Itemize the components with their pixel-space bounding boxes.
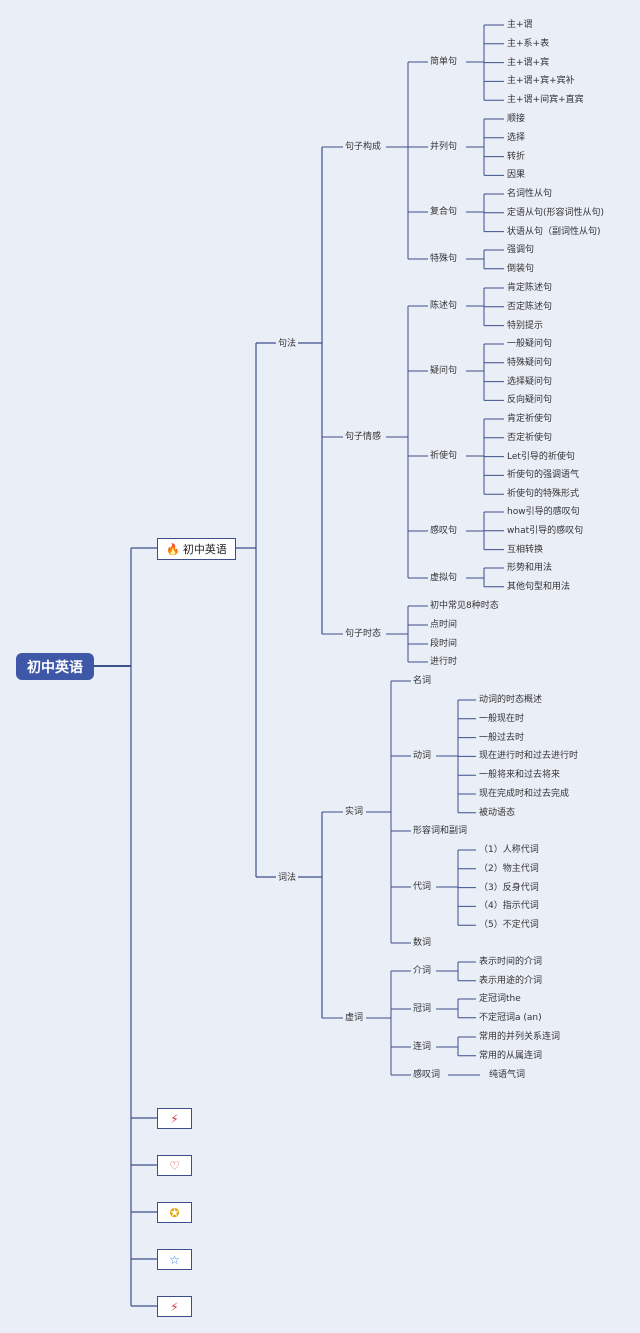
morph-leaf[interactable]: 常用的从属连词 [479, 1050, 543, 1061]
syntax-leaf[interactable]: 转折 [507, 151, 526, 162]
syntax-group-2[interactable]: 句子时态 [345, 629, 382, 639]
morph-leaf[interactable]: 纯语气词 [489, 1070, 526, 1080]
syntax-leaf[interactable]: 主+谓+宾+宾补 [507, 76, 575, 87]
syntax-sub-1-2[interactable]: 祈使句 [430, 451, 458, 461]
morph-leaf[interactable]: （1）人称代词 [479, 845, 539, 855]
star-icon: ☆ [169, 1252, 180, 1267]
morph-leaf[interactable]: （5）不定代词 [479, 920, 539, 931]
root-node[interactable]: 初中英语 [16, 653, 94, 680]
flame-icon: 🔥 [166, 542, 180, 556]
syntax-sub-0-0[interactable]: 简单句 [430, 57, 458, 67]
branch-syntax[interactable]: 句法 [278, 339, 297, 349]
magic-wand-icon: ⚡ [170, 1111, 179, 1126]
heart-icon: ♡ [169, 1158, 180, 1173]
syntax-leaf[interactable]: 定语从句(形容词性从句) [507, 207, 605, 218]
syntax-leaf[interactable]: 倒装句 [507, 263, 535, 274]
morph-leaf[interactable]: 表示用途的介词 [479, 975, 543, 986]
syntax-leaf[interactable]: 特殊疑问句 [507, 357, 553, 368]
syntax-sub-1-0[interactable]: 陈述句 [430, 301, 458, 311]
syntax-sub-1-3[interactable]: 感叹句 [430, 526, 458, 536]
syntax-leaf[interactable]: 特别提示 [507, 320, 544, 331]
morph-sub-0-4[interactable]: 数词 [413, 938, 432, 948]
syntax-leaf[interactable]: 形势和用法 [507, 563, 553, 573]
syntax-sub-1-4[interactable]: 虚拟句 [430, 573, 458, 583]
syntax-leaf[interactable]: 选择 [507, 132, 526, 143]
icon-node-1[interactable]: ♡ [157, 1155, 192, 1176]
morph-leaf[interactable]: 现在完成时和过去完成 [479, 789, 570, 799]
icon-node-4[interactable]: ⚡ [157, 1296, 192, 1317]
morph-leaf[interactable]: （4）指示代词 [479, 901, 539, 912]
syntax-leaf[interactable]: 互相转换 [507, 544, 544, 555]
syntax-leaf[interactable]: 主+谓 [507, 20, 533, 30]
syntax-leaf[interactable]: 强调句 [507, 245, 535, 255]
syntax-leaf[interactable]: what引导的感叹句 [507, 525, 584, 536]
morph-sub-1-0[interactable]: 介词 [413, 966, 432, 976]
syntax-sub-2-1[interactable]: 点时间 [430, 620, 458, 630]
morph-leaf[interactable]: 表示时间的介词 [479, 957, 543, 967]
icon-node-0[interactable]: ⚡ [157, 1108, 192, 1129]
syntax-sub-0-2[interactable]: 复合句 [430, 207, 458, 217]
syntax-sub-1-1[interactable]: 疑问句 [430, 366, 458, 376]
syntax-leaf[interactable]: 肯定陈述句 [507, 283, 553, 293]
syntax-sub-2-2[interactable]: 段时间 [430, 639, 458, 649]
morph-leaf[interactable]: 常用的并列关系连词 [479, 1032, 561, 1042]
morph-sub-1-2[interactable]: 连词 [413, 1042, 432, 1052]
morph-leaf[interactable]: （2）物主代词 [479, 863, 539, 874]
morph-sub-0-3[interactable]: 代词 [413, 882, 432, 892]
morph-sub-0-1[interactable]: 动词 [413, 751, 432, 761]
morph-leaf[interactable]: （3）反身代词 [479, 882, 539, 893]
syntax-leaf[interactable]: 祈使句的特殊形式 [507, 489, 580, 500]
magic-wand-icon: ⚡ [170, 1299, 179, 1314]
syntax-leaf[interactable]: 其他句型和用法 [507, 581, 571, 592]
award-icon: ✪ [169, 1205, 180, 1220]
syntax-leaf[interactable]: 否定祈使句 [507, 432, 553, 443]
morph-leaf[interactable]: 现在进行时和过去进行时 [479, 751, 579, 762]
syntax-leaf[interactable]: 一般疑问句 [507, 339, 553, 349]
morph-leaf[interactable]: 被动语态 [479, 807, 516, 818]
morph-group-1[interactable]: 虚词 [345, 1013, 364, 1023]
morph-leaf[interactable]: 不定冠词a (an) [479, 1012, 542, 1023]
syntax-leaf[interactable]: 否定陈述句 [507, 301, 553, 312]
icon-node-3[interactable]: ☆ [157, 1249, 192, 1270]
morph-leaf[interactable]: 动词的时态概述 [479, 695, 543, 705]
syntax-sub-0-3[interactable]: 特殊句 [430, 254, 458, 264]
morph-sub-0-2[interactable]: 形容词和副词 [413, 826, 468, 836]
syntax-sub-0-1[interactable]: 并列句 [430, 142, 458, 152]
syntax-leaf[interactable]: 名词性从句 [507, 189, 553, 199]
morph-sub-0-0[interactable]: 名词 [413, 676, 432, 686]
syntax-leaf[interactable]: 祈使句的强调语气 [507, 470, 580, 481]
syntax-leaf[interactable]: 选择疑问句 [507, 376, 553, 387]
root-label: 初中英语 [27, 659, 83, 676]
main-topic-label: 初中英语 [182, 543, 227, 556]
syntax-leaf[interactable]: 顺接 [507, 114, 526, 124]
morph-sub-1-3[interactable]: 感叹词 [413, 1070, 441, 1080]
icon-node-2[interactable]: ✪ [157, 1202, 192, 1223]
morph-leaf[interactable]: 一般将来和过去将来 [479, 770, 561, 781]
syntax-group-0[interactable]: 句子构成 [345, 142, 382, 152]
syntax-leaf[interactable]: 反向疑问句 [507, 395, 553, 406]
branch-morphology[interactable]: 词法 [278, 873, 297, 883]
morph-sub-1-1[interactable]: 冠词 [413, 1004, 432, 1014]
main-topic-node[interactable]: 🔥 初中英语 [157, 538, 236, 560]
morph-leaf[interactable]: 一般现在时 [479, 713, 525, 724]
syntax-leaf[interactable]: 主+系+表 [507, 38, 550, 49]
syntax-sub-2-3[interactable]: 进行时 [430, 657, 458, 667]
syntax-leaf[interactable]: 主+谓+宾 [507, 57, 550, 68]
morph-group-0[interactable]: 实词 [345, 807, 364, 817]
syntax-leaf[interactable]: 因果 [507, 170, 526, 181]
syntax-sub-2-0[interactable]: 初中常见8种时态 [430, 601, 499, 611]
syntax-leaf[interactable]: 状语从句（副词性从句) [507, 226, 601, 237]
morph-leaf[interactable]: 一般过去时 [479, 732, 525, 743]
syntax-leaf[interactable]: Let引导的祈使句 [507, 451, 575, 462]
syntax-leaf[interactable]: 主+谓+间宾+直宾 [507, 95, 584, 106]
syntax-leaf[interactable]: how引导的感叹句 [507, 507, 580, 517]
syntax-group-1[interactable]: 句子情感 [345, 432, 382, 442]
morph-leaf[interactable]: 定冠词the [479, 994, 521, 1004]
syntax-leaf[interactable]: 肯定祈使句 [507, 414, 553, 424]
